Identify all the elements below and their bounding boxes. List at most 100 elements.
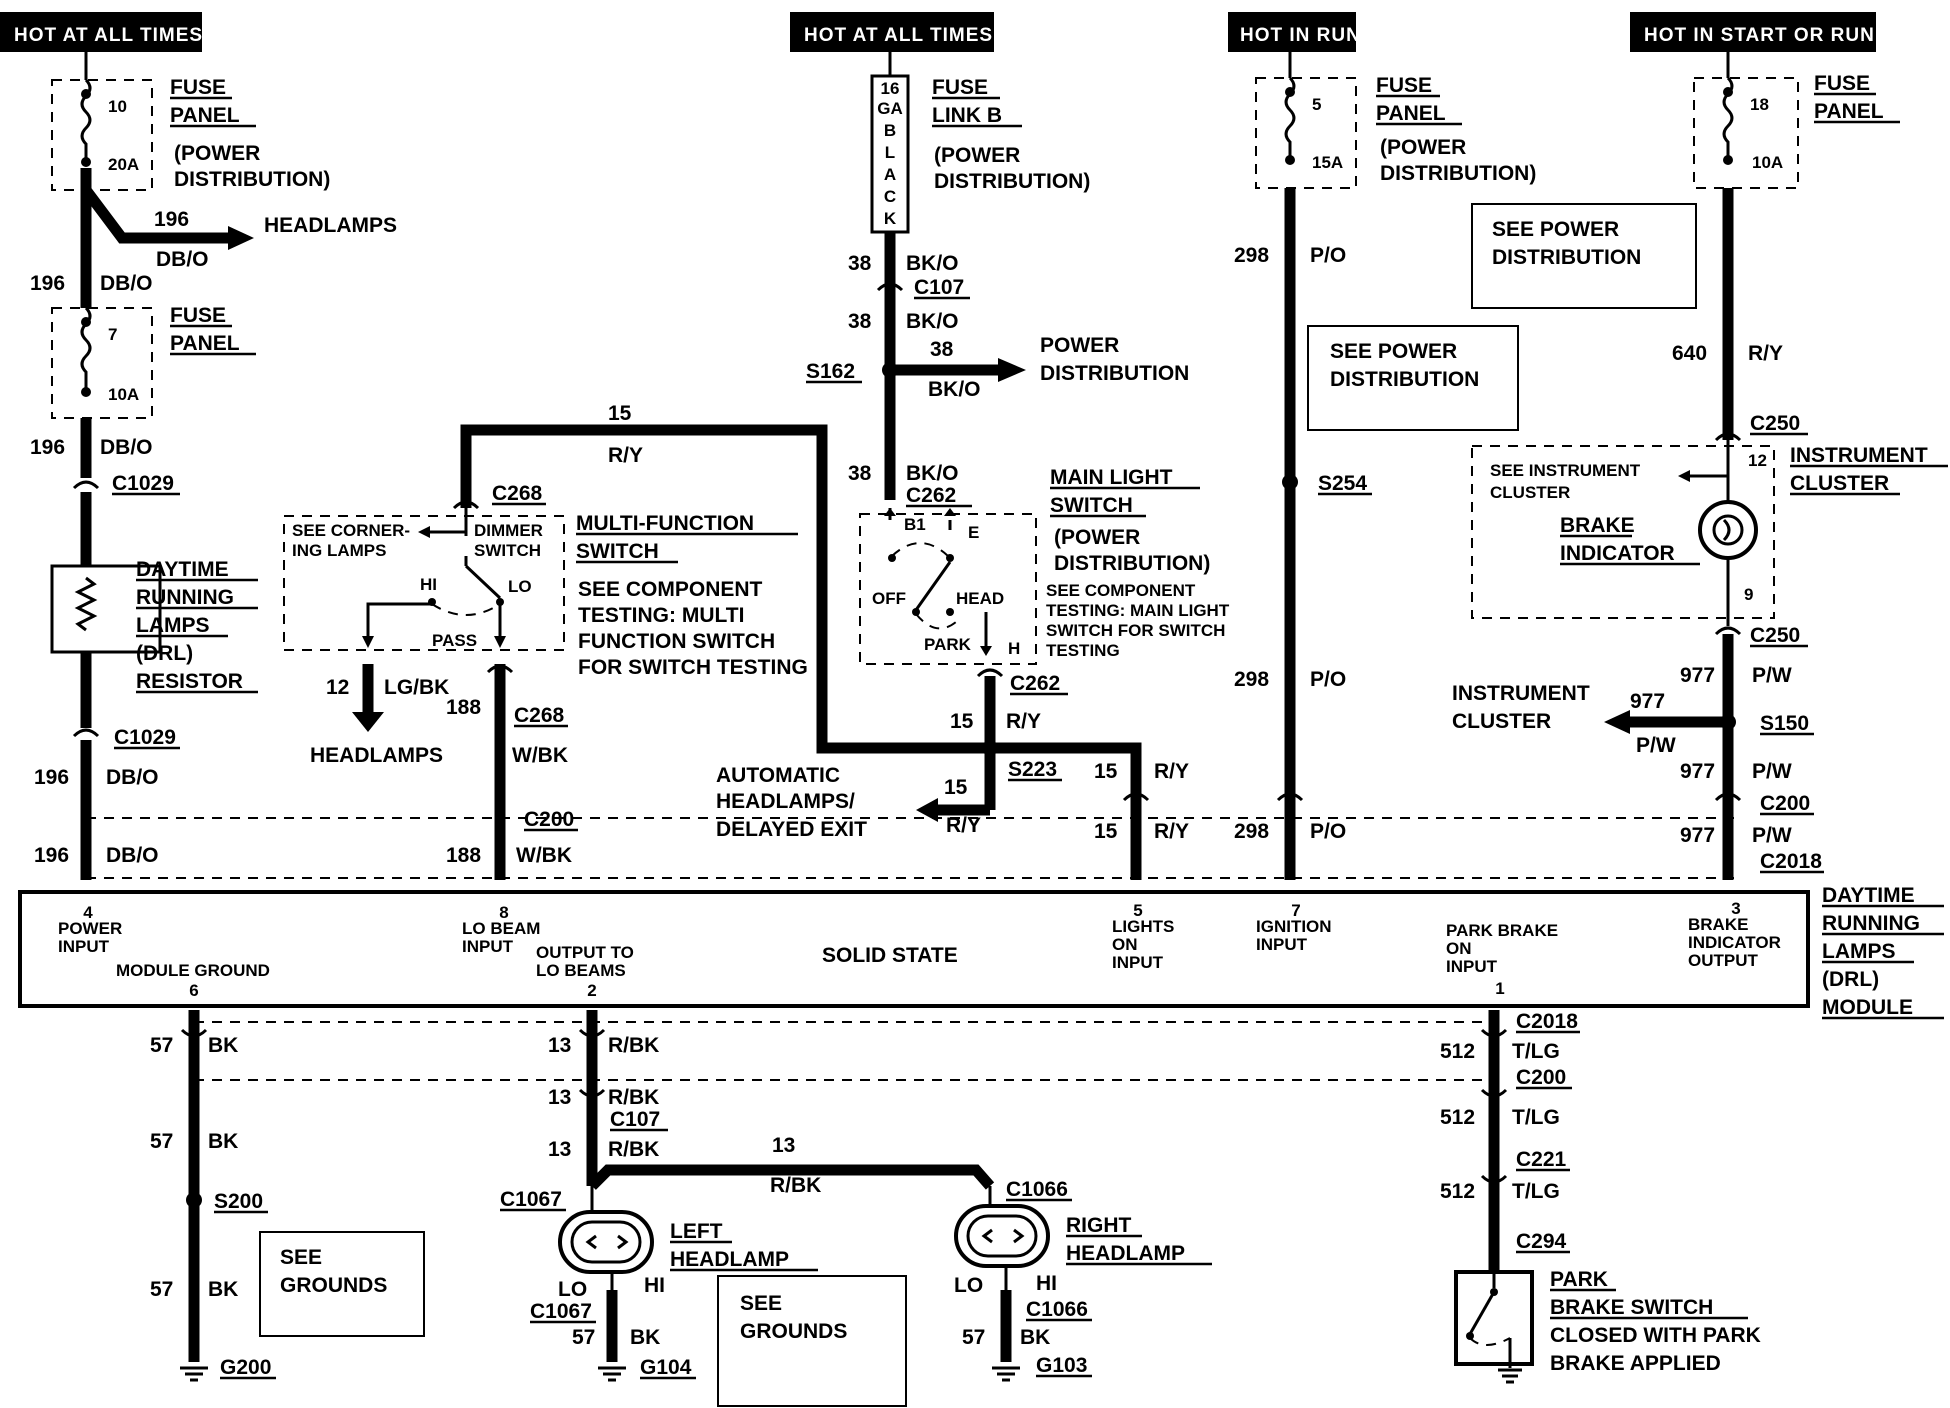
svg-text:OUTPUT: OUTPUT — [1688, 951, 1759, 970]
power-dist-circuit: 38 — [930, 338, 954, 361]
c262-label-bottom: C262 — [1010, 672, 1060, 695]
pw-circuit-c: 977 — [1680, 824, 1715, 847]
left-headlamp-hi: HI — [644, 1274, 665, 1297]
svg-text:HI: HI — [420, 575, 437, 594]
svg-text:PANEL: PANEL — [170, 332, 240, 355]
ry15-color-right-a: R/Y — [1154, 760, 1189, 783]
svg-text:SWITCH FOR SWITCH: SWITCH FOR SWITCH — [1046, 621, 1225, 640]
svg-text:6: 6 — [189, 981, 198, 1000]
tlg-color-a: T/LG — [1512, 1040, 1560, 1063]
svg-text:15A: 15A — [1312, 153, 1343, 172]
svg-text:ON: ON — [1446, 939, 1472, 958]
s254-label: S254 — [1318, 472, 1367, 495]
svg-text:12: 12 — [1748, 451, 1767, 470]
s223-splice — [916, 676, 1142, 880]
ry15-color-auto: R/Y — [946, 814, 981, 837]
s200-label: S200 — [214, 1190, 263, 1213]
pw-color-a: P/W — [1752, 664, 1792, 687]
connector-marks — [180, 282, 1742, 1184]
c1066-label-bottom: C1066 — [1026, 1298, 1088, 1321]
svg-text:INPUT: INPUT — [58, 937, 110, 956]
svg-text:5: 5 — [1133, 901, 1142, 920]
ry15-top-circuit: 15 — [608, 402, 632, 425]
svg-text:SEE COMPONENT: SEE COMPONENT — [1046, 581, 1196, 600]
po-circuit-c: 298 — [1234, 820, 1269, 843]
lgbk-circuit: 12 — [326, 676, 349, 699]
right-headlamp-icon — [954, 1186, 1050, 1290]
svg-text:BRAKE SWITCH: BRAKE SWITCH — [1550, 1296, 1713, 1319]
c250-label-top: C250 — [1750, 412, 1800, 435]
svg-text:GROUNDS: GROUNDS — [280, 1274, 387, 1297]
c262-label-top: C262 — [906, 484, 956, 507]
center-circuit-b: 38 — [848, 310, 872, 333]
svg-text:SEE: SEE — [280, 1246, 322, 1269]
c1029-label-top: C1029 — [112, 472, 174, 495]
ry640-color: R/Y — [1748, 342, 1783, 365]
svg-text:H: H — [1008, 639, 1020, 658]
instrument-cluster: 12 9 SEE INSTRUMENT CLUSTER BRAKE INDICA… — [1471, 440, 1948, 626]
left-wire-circuit-c: 196 — [34, 766, 69, 789]
svg-text:DAYTIME: DAYTIME — [1822, 884, 1915, 907]
svg-text:HEAD: HEAD — [956, 589, 1004, 608]
svg-text:INPUT: INPUT — [1256, 935, 1308, 954]
rbk-circuit-a: 13 — [548, 1034, 571, 1057]
s150-label: S150 — [1760, 712, 1809, 735]
fuse-panel-5: 5 15A FUSE PANEL (POWER DISTRIBUTION) — [1255, 52, 1536, 189]
header-hot-at-all-times-center: HOT AT ALL TIMES — [790, 12, 994, 52]
svg-text:K: K — [884, 209, 897, 228]
svg-text:FUNCTION SWITCH: FUNCTION SWITCH — [578, 630, 775, 653]
power-dist-arrow-l1: POWER — [1040, 334, 1119, 357]
svg-text:LO BEAMS: LO BEAMS — [536, 961, 626, 980]
wbk-color-b: W/BK — [516, 844, 572, 867]
svg-text:CLOSED WITH PARK: CLOSED WITH PARK — [1550, 1324, 1761, 1347]
right-headlamp-hi: HI — [1036, 1272, 1057, 1295]
fuse-link-b: 16 GA B L A C K FUSE LINK B (POWER DISTR… — [870, 52, 1090, 234]
center-color-a: BK/O — [906, 252, 959, 275]
svg-text:ING LAMPS: ING LAMPS — [292, 541, 386, 560]
svg-text:MODULE: MODULE — [1822, 996, 1913, 1019]
svg-text:INPUT: INPUT — [1446, 957, 1498, 976]
rbk-crossover — [588, 1164, 995, 1190]
lgbk-headlamps-branch — [352, 664, 384, 732]
svg-text:LO BEAM: LO BEAM — [462, 919, 540, 938]
left-wire-circuit-b: 196 — [30, 436, 65, 459]
svg-text:DIMMER: DIMMER — [474, 521, 543, 540]
ry15-color-right-b: R/Y — [1154, 820, 1189, 843]
s150-splice — [1604, 710, 1736, 734]
svg-text:(DRL): (DRL) — [1822, 968, 1879, 991]
header-hot-in-run: HOT IN RUN — [1228, 12, 1360, 52]
pw-branch-color: P/W — [1636, 734, 1676, 757]
left-wire-color-d: DB/O — [106, 844, 159, 867]
svg-text:FUSE: FUSE — [1376, 74, 1432, 97]
park-brake-switch: PARK BRAKE SWITCH CLOSED WITH PARK BRAKE… — [1454, 1268, 1761, 1384]
svg-text:FUSE: FUSE — [932, 76, 988, 99]
svg-text:SEE COMPONENT: SEE COMPONENT — [578, 578, 763, 601]
c107-label-bottom: C107 — [610, 1108, 660, 1131]
ic-branch-l2: CLUSTER — [1452, 710, 1551, 733]
g200-label: G200 — [220, 1356, 271, 1379]
svg-text:PANEL: PANEL — [1814, 100, 1884, 123]
svg-text:OFF: OFF — [872, 589, 906, 608]
lgbk-color: LG/BK — [384, 676, 449, 699]
bk57-color-a: BK — [208, 1034, 238, 1057]
ic-branch-l1: INSTRUMENT — [1452, 682, 1590, 705]
svg-text:INSTRUMENT: INSTRUMENT — [1790, 444, 1928, 467]
bk57-circuit-c: 57 — [150, 1278, 173, 1301]
fuse-panel-18: 18 10A FUSE PANEL — [1693, 52, 1900, 189]
headlamps-branch-circuit: 196 — [154, 208, 189, 231]
c294-label: C294 — [1516, 1230, 1567, 1253]
svg-text:5: 5 — [1312, 95, 1321, 114]
left-wire-color-a: DB/O — [100, 272, 153, 295]
svg-text:SOLID STATE: SOLID STATE — [822, 944, 958, 967]
rbk-circuit-c: 13 — [548, 1138, 571, 1161]
left-headlamp-icon — [558, 1186, 654, 1290]
svg-text:CLUSTER: CLUSTER — [1790, 472, 1889, 495]
wbk-color-a: W/BK — [512, 744, 568, 767]
po-color-a: P/O — [1310, 244, 1346, 267]
svg-text:L: L — [885, 143, 895, 162]
left-wire-196 — [80, 168, 254, 308]
svg-text:7: 7 — [1291, 901, 1300, 920]
rbk-color-c: R/BK — [608, 1138, 659, 1161]
rbk-circuit-b: 13 — [548, 1086, 571, 1109]
see-grounds-box-a: SEE GROUNDS — [259, 1231, 425, 1337]
